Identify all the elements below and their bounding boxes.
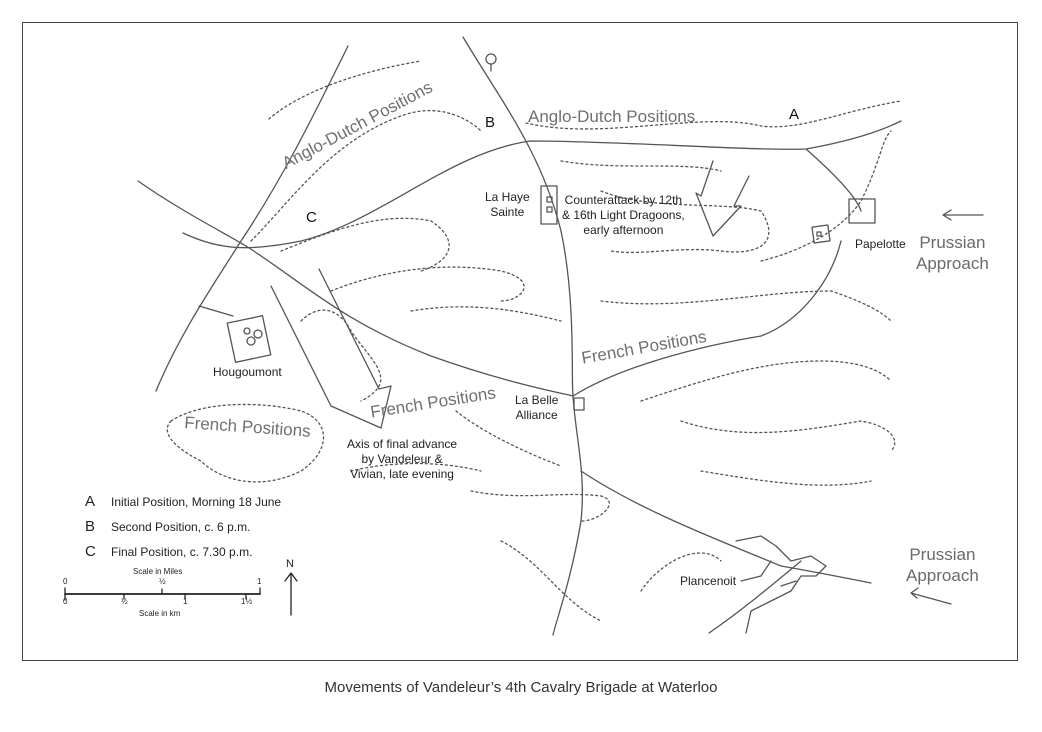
- scale-miles-tick-0: 0: [63, 577, 68, 586]
- legend-key: C: [85, 543, 96, 560]
- road-northwest: [137, 180, 247, 247]
- position-marker-c: C: [306, 209, 317, 226]
- la-haye-sainte-label: La Haye Sainte: [485, 190, 530, 219]
- legend-item-a: A Initial Position, Morning 18 June: [85, 493, 281, 510]
- anglo-dutch-positions-top-label: Anglo-Dutch Positions: [528, 107, 696, 126]
- legend-text: Final Position, c. 7.30 p.m.: [111, 545, 253, 559]
- legend-item-b: B Second Position, c. 6 p.m.: [85, 518, 250, 535]
- prussian-approach-lower-label: Prussian Approach: [906, 545, 979, 585]
- prussian-arrow-upper: [942, 209, 984, 221]
- scale-miles-tick-half: ½: [159, 577, 166, 586]
- road-plancenoit: [580, 470, 872, 584]
- road-east: [572, 240, 842, 397]
- la-belle-alliance-inn: [573, 397, 585, 411]
- counterattack-arrow: [695, 160, 750, 237]
- papelotte-label: Papelotte: [855, 237, 906, 251]
- hougoumont-farm: [226, 315, 272, 363]
- scale-km-title: Scale in km: [139, 609, 181, 618]
- counterattack-note: Counterattack by 12th & 16th Light Drago…: [562, 193, 685, 237]
- map-drawing: [64, 36, 984, 636]
- scale-miles-title: Scale in Miles: [133, 567, 183, 576]
- prussian-arrow-lower: [910, 587, 952, 605]
- scale-km-tick-1: 1: [183, 597, 188, 606]
- final-advance-arrow: [270, 268, 392, 429]
- legend-key: B: [85, 518, 96, 535]
- scale-km-tick-half: ½: [121, 597, 128, 606]
- road-hougoumont: [198, 305, 234, 317]
- papelotte-farm: [848, 198, 876, 224]
- legend-text: Initial Position, Morning 18 June: [111, 495, 282, 509]
- prussian-approach-upper-label: Prussian Approach: [916, 233, 989, 273]
- map-frame: A B C Anglo-Dutch Positions Anglo-Dutch …: [22, 22, 1018, 661]
- scale-miles-tick-1: 1: [257, 577, 262, 586]
- legend-item-c: C Final Position, c. 7.30 p.m.: [85, 543, 252, 560]
- plancenoit-village: [735, 535, 827, 634]
- position-marker-a: A: [789, 106, 800, 123]
- road-papelotte: [805, 148, 862, 212]
- hougoumont-label: Hougoumont: [213, 365, 282, 379]
- scale-km-tick-1-5: 1½: [241, 597, 253, 606]
- road-nivelles: [155, 45, 349, 392]
- road-to-alliance: [245, 245, 574, 397]
- road-southeast: [708, 560, 802, 634]
- plancenoit-label: Plancenoit: [680, 574, 737, 588]
- north-label: N: [286, 558, 294, 570]
- final-advance-note: Axis of final advance by Vandeleur & Viv…: [347, 437, 458, 481]
- legend-text: Second Position, c. 6 p.m.: [111, 520, 251, 534]
- la-belle-alliance-label: La Belle Alliance: [515, 393, 559, 422]
- la-haye-sainte-farm: [540, 185, 558, 225]
- scale-km-tick-0: 0: [63, 597, 68, 606]
- road-north-south: [462, 36, 584, 636]
- figure-caption: Movements of Vandeleur’s 4th Cavalry Bri…: [324, 679, 718, 696]
- road-ohain: [182, 120, 902, 249]
- legend-key: A: [85, 493, 96, 510]
- position-marker-b: B: [485, 114, 496, 131]
